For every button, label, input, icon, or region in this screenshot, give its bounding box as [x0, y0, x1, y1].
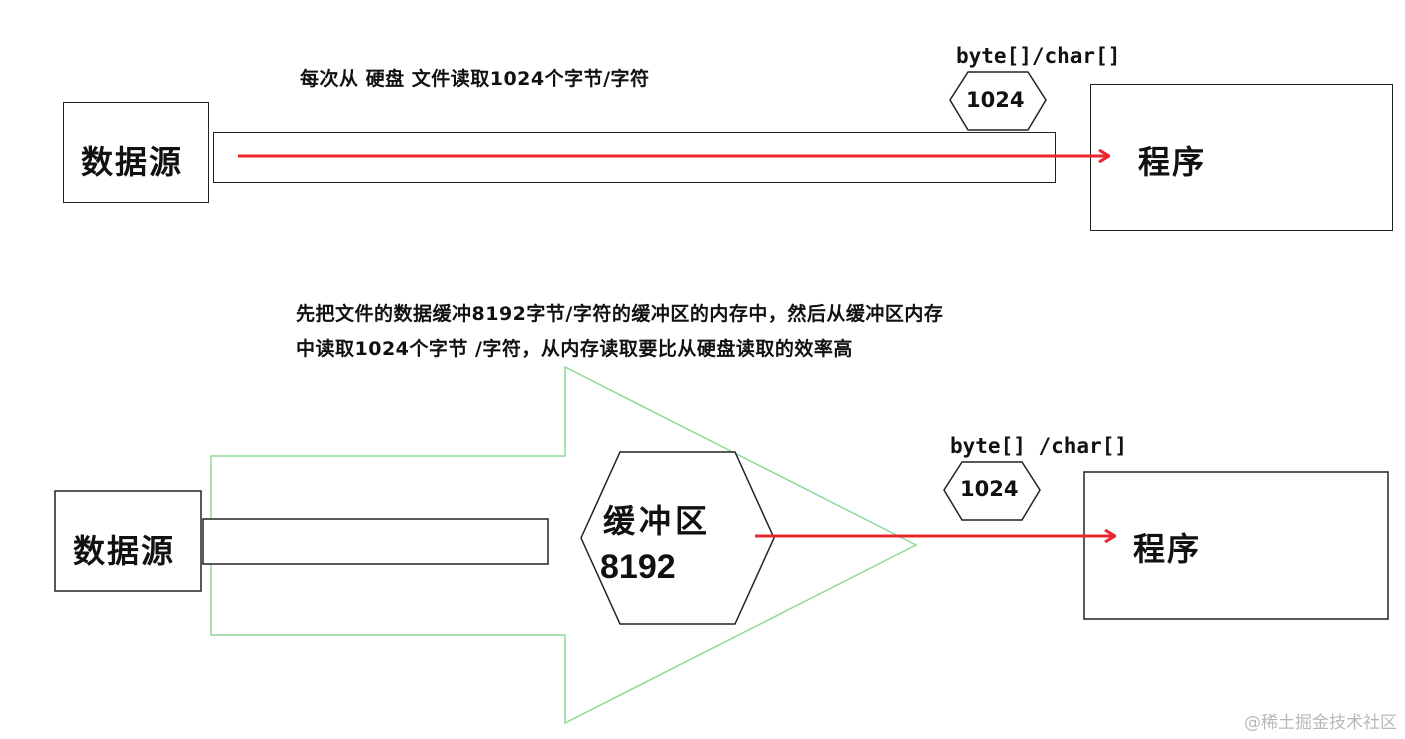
top-array-size-label: 1024: [966, 88, 1025, 112]
bottom-caption-line-2: 中读取1024个字节 /字符，从内存读取要比从硬盘读取的效率高: [296, 338, 853, 360]
bottom-array-hexagon: [943, 461, 1041, 521]
bottom-program-box: [1083, 471, 1389, 620]
bottom-array-type-label: byte[] /char[]: [950, 434, 1128, 458]
bottom-pipe: [202, 518, 549, 565]
bottom-caption-line-1: 先把文件的数据缓冲8192字节/字符的缓冲区的内存中，然后从缓冲区内存: [296, 303, 944, 325]
top-data-source-box: 数据源: [63, 102, 209, 203]
bottom-data-source-box: [54, 490, 202, 592]
top-data-source-label: 数据源: [81, 143, 184, 181]
bottom-data-source-label: 数据源: [73, 532, 176, 570]
bottom-array-size-label: 1024: [960, 477, 1019, 501]
top-caption: 每次从 硬盘 文件读取1024个字节/字符: [300, 68, 650, 90]
bottom-program-label: 程序: [1133, 530, 1202, 568]
buffer-block-arrow: [210, 365, 918, 725]
watermark: @稀土掘金技术社区: [1244, 713, 1397, 733]
top-array-type-label: byte[]/char[]: [956, 44, 1121, 68]
top-program-label: 程序: [1138, 143, 1207, 181]
buffer-label: 缓冲区: [603, 502, 712, 540]
buffer-hexagon: [580, 451, 775, 625]
top-array-hexagon: [949, 71, 1047, 131]
buffer-size-label: 8192: [600, 548, 676, 586]
